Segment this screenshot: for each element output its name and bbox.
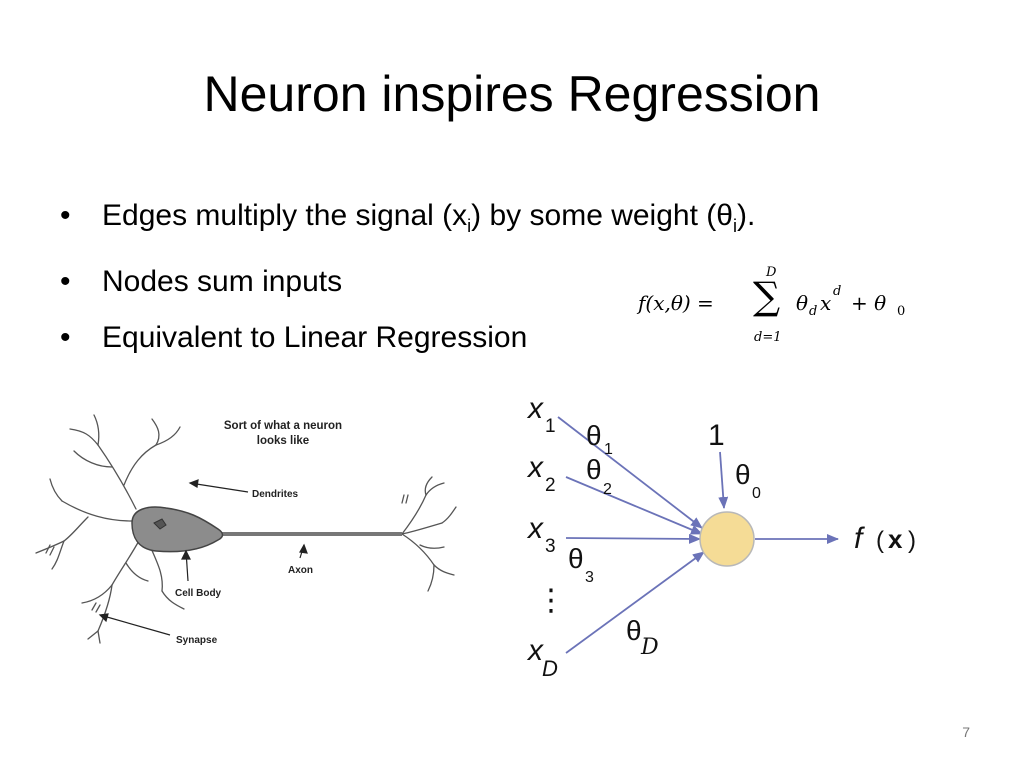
- formula-sigma: ∑: [753, 274, 781, 318]
- bullet-icon: •: [60, 199, 71, 232]
- bias-theta0-sub: 0: [752, 485, 761, 502]
- weight-thetaD-sub: D: [640, 635, 659, 660]
- weight-labels: θ 1 θ 2 θ 3 θ D 1 θ 0: [568, 419, 761, 660]
- bullet-list: •Edges multiply the signal (xi) by some …: [60, 188, 755, 366]
- formula-x-sup: d: [833, 284, 842, 299]
- bullet-item: •Nodes sum inputs: [60, 254, 755, 310]
- bias-theta0: θ: [735, 459, 751, 490]
- input-xD: x: [526, 634, 544, 667]
- weight-thetaD: θ: [626, 615, 642, 646]
- label-axon: Axon: [288, 565, 313, 576]
- input-x2: x: [526, 451, 544, 484]
- cell-body-shape: [131, 506, 224, 553]
- output-open-paren: (: [876, 527, 884, 554]
- label-pointers: [98, 479, 308, 636]
- weight-theta2-sub: 2: [603, 481, 612, 498]
- weight-theta1-sub: 1: [604, 441, 613, 458]
- input-x1: x: [526, 392, 544, 425]
- sum-node: [700, 512, 754, 566]
- input-x3: x: [526, 512, 544, 545]
- regression-formula: f(x,θ) = D ∑ d=1 θ d x d + θ 0: [638, 262, 918, 354]
- input-labels: x 1 x 2 x 3 ⋮ x D: [526, 392, 566, 681]
- vertical-dots: ⋮: [536, 584, 566, 617]
- input-x3-sub: 3: [545, 536, 556, 557]
- neuron-illustration: Sort of what a neuron looks like Dendrit…: [35, 414, 457, 646]
- formula-upper-limit: D: [766, 265, 777, 280]
- input-x2-sub: 2: [545, 475, 556, 496]
- formula-theta-sub: d: [809, 304, 818, 319]
- neuron-caption-line1: Sort of what a neuron: [224, 420, 342, 432]
- output-f: f: [854, 522, 865, 555]
- output-label: f ( x ): [854, 522, 916, 555]
- dendrites-lines: [35, 414, 457, 644]
- output-close-paren: ): [908, 527, 916, 554]
- formula-theta: θ: [796, 291, 809, 315]
- bullet-icon: •: [60, 265, 71, 298]
- weight-edges: [557, 416, 839, 654]
- page-number: 7: [962, 724, 970, 740]
- formula-lower-limit: d=1: [754, 330, 782, 345]
- formula-x: x: [820, 291, 832, 315]
- label-synapse: Synapse: [176, 635, 218, 646]
- formula-lhs: f(x,θ) =: [638, 291, 714, 315]
- weight-theta2: θ: [586, 454, 602, 485]
- weight-theta3-sub: 3: [585, 569, 594, 586]
- bullet-item: •Equivalent to Linear Regression: [60, 310, 755, 366]
- bullet-icon: •: [60, 321, 71, 354]
- slide-title: Neuron inspires Regression: [203, 66, 821, 122]
- label-dendrites: Dendrites: [252, 489, 299, 500]
- input-xD-sub: D: [542, 656, 558, 681]
- label-cell-body: Cell Body: [175, 588, 222, 599]
- weight-theta3: θ: [568, 543, 584, 574]
- neuron-caption-line2: looks like: [257, 435, 309, 447]
- nucleus-shape: [153, 518, 167, 530]
- formula-plus-theta: + θ: [851, 291, 887, 315]
- output-x: x: [888, 524, 903, 554]
- bias-input-one: 1: [708, 419, 725, 452]
- bullet-item: •Edges multiply the signal (xi) by some …: [60, 188, 755, 254]
- sum-node-outline: [699, 511, 755, 567]
- weight-theta1: θ: [586, 420, 602, 451]
- input-x1-sub: 1: [545, 416, 556, 437]
- formula-theta0-sub: 0: [897, 304, 906, 319]
